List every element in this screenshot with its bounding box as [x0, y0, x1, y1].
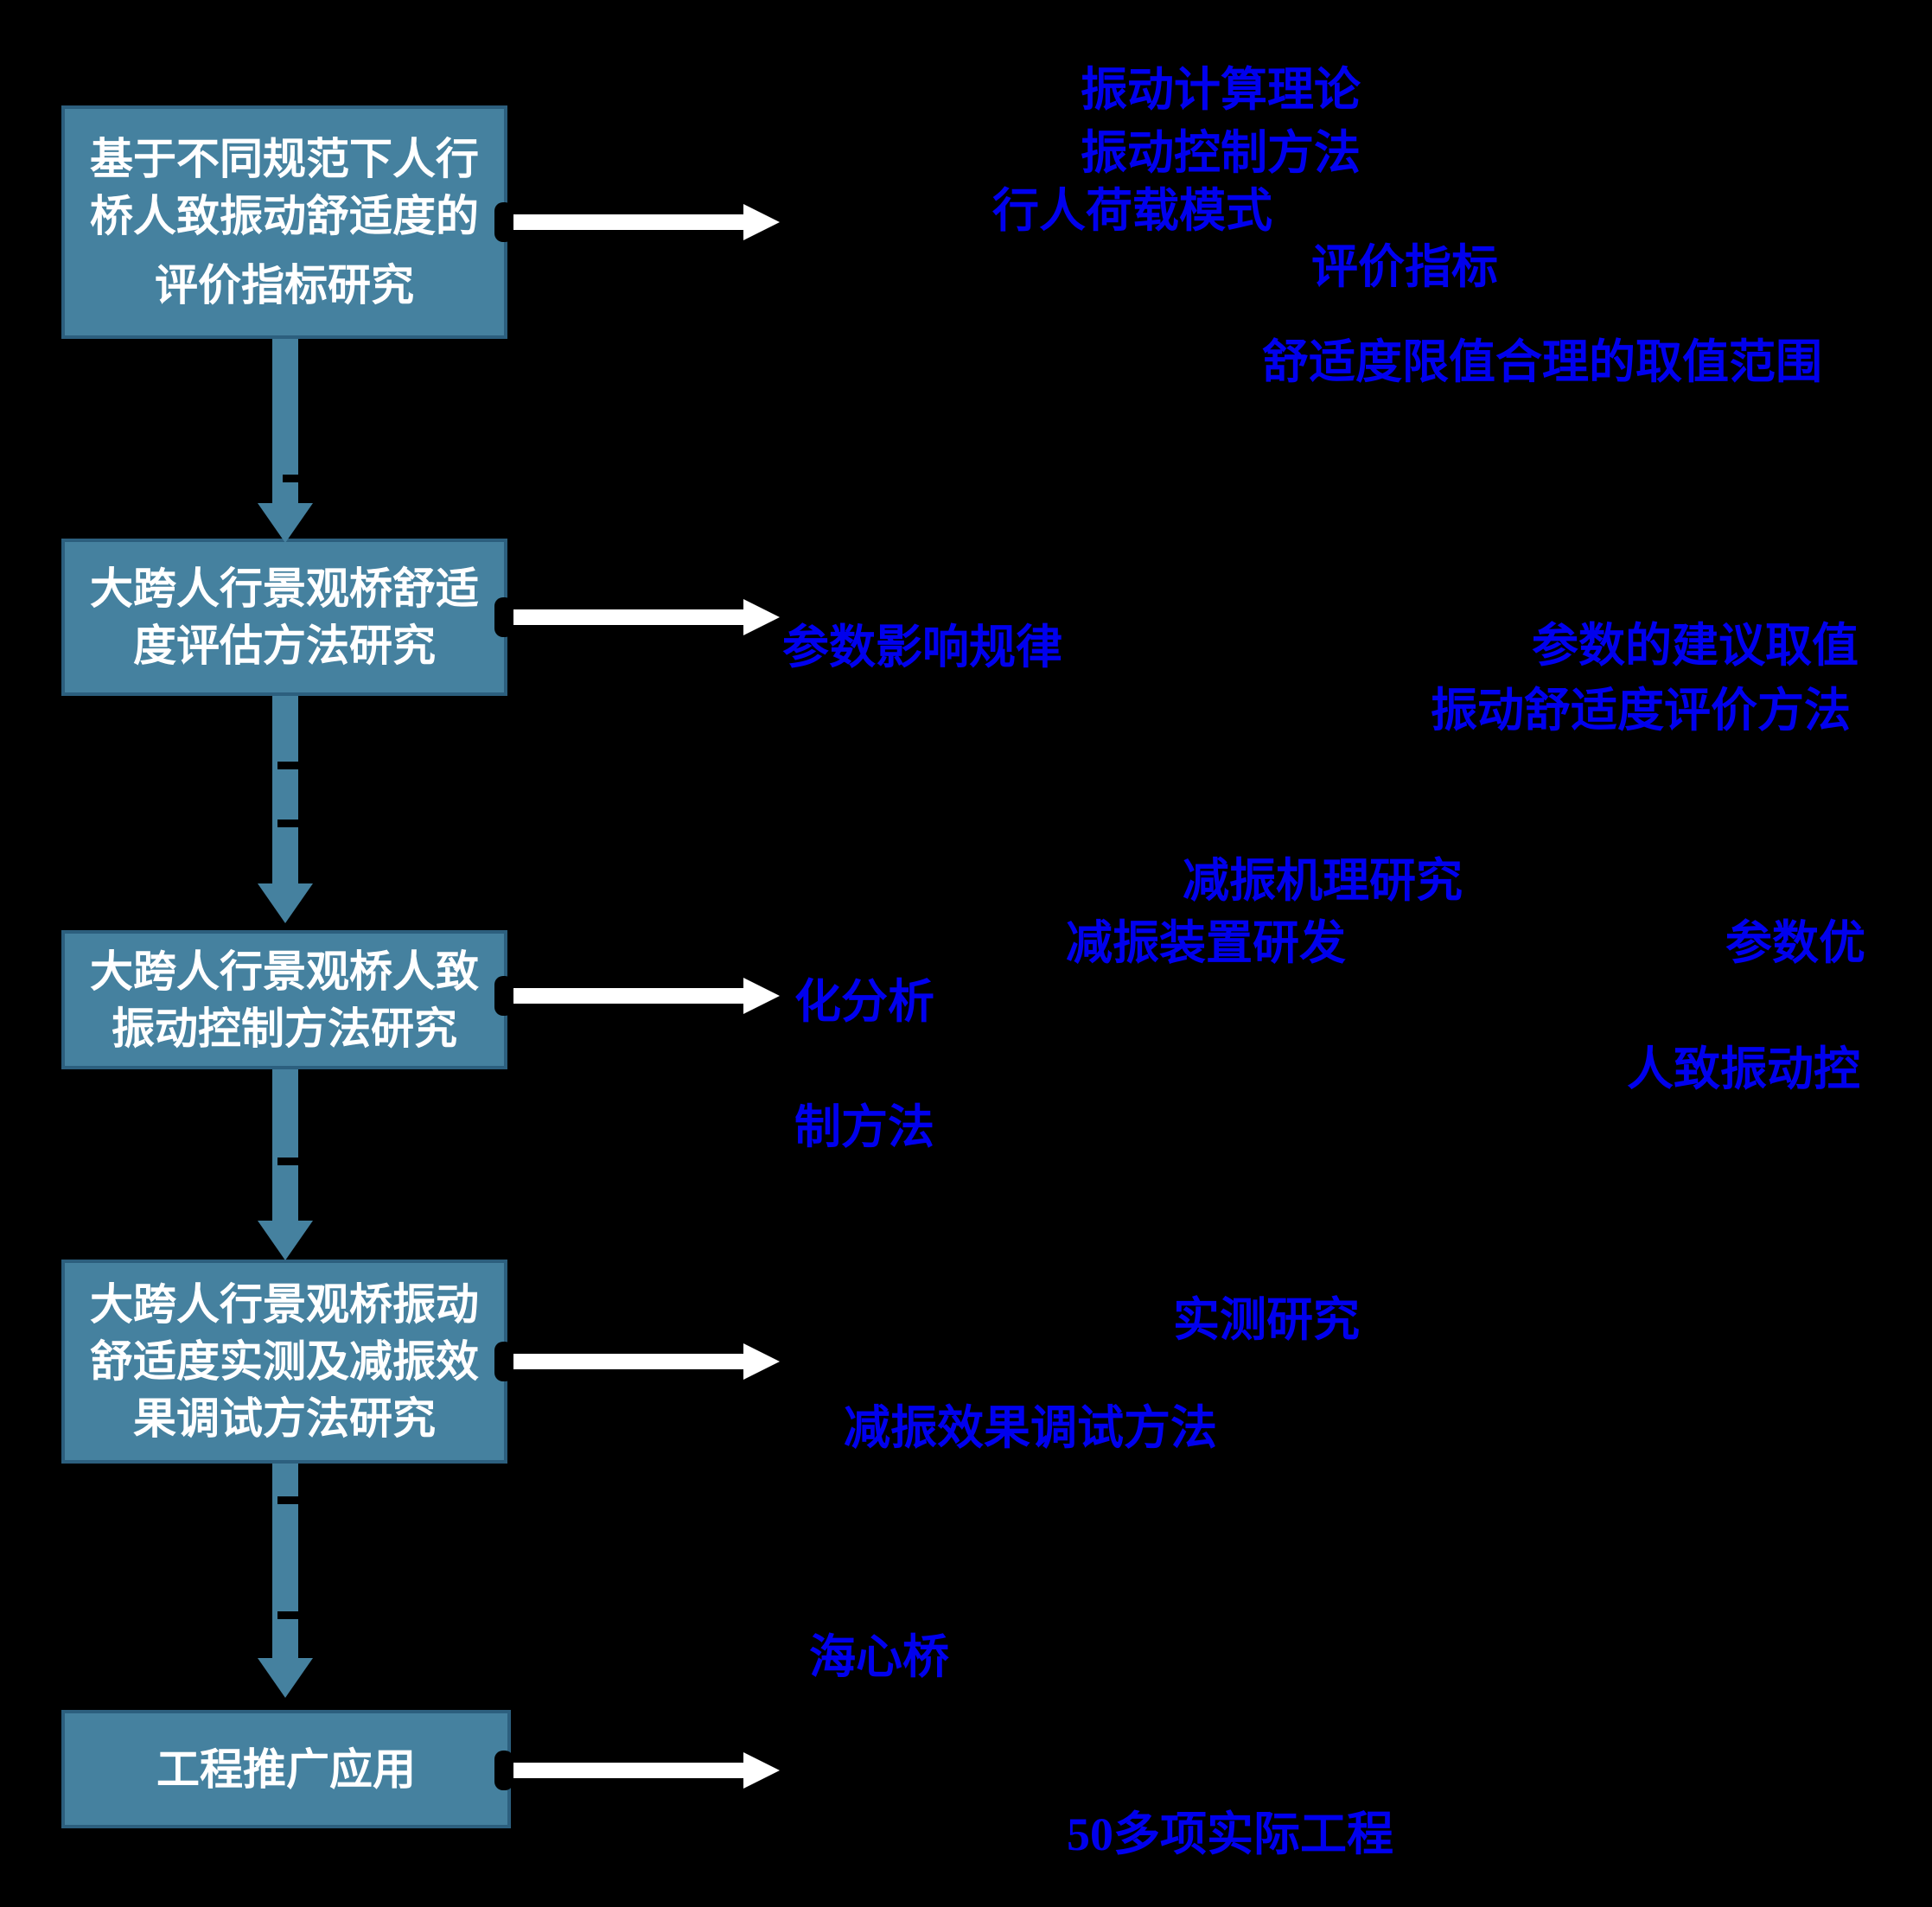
right-arrow-icon: [494, 201, 781, 243]
outcome-label: 振动控制方法: [1081, 127, 1361, 179]
outcome-label: 实测研究: [1173, 1294, 1360, 1346]
arrow-notch: [494, 1342, 513, 1381]
arrow-notch: [494, 1751, 513, 1790]
right-arrow-icon: [494, 1341, 781, 1382]
outcome-label: 参数影响规律: [782, 622, 1062, 673]
outcome-label: 50多项实际工程: [1067, 1808, 1393, 1860]
outcome-label: 舒适度限值合理的取值范围: [1262, 336, 1822, 388]
outcome-label: 海心桥: [809, 1631, 949, 1683]
down-arrow-shaft: [272, 696, 298, 883]
stage-box-line: 桥人致振动舒适度的: [90, 192, 479, 240]
arrow-notch: [494, 597, 513, 637]
stage-box-line: 评价指标研究: [155, 261, 414, 309]
outcome-label: 减振装置研发: [1066, 917, 1346, 969]
stage-box-line: 度评估方法研究: [133, 622, 436, 670]
down-arrow-shaft: [272, 1069, 298, 1221]
connector-tick: [277, 820, 305, 827]
stage-box-comfort-assessment: 大跨人行景观桥舒适 度评估方法研究: [61, 539, 507, 696]
stage-box-line: 振动控制方法研究: [112, 1004, 457, 1053]
arrow-notch: [494, 202, 513, 242]
outcome-label: 参数优: [1725, 917, 1865, 969]
stage-box-line: 基于不同规范下人行: [90, 135, 479, 183]
outcome-label: 评价指标: [1311, 241, 1498, 293]
right-arrow-icon: [494, 1750, 781, 1791]
stage-box-field-test: 大跨人行景观桥振动 舒适度实测及减振效 果调试方法研究: [61, 1260, 507, 1464]
right-arrow-icon: [494, 596, 781, 638]
stage-box-line: 大跨人行景观桥振动: [90, 1280, 479, 1329]
down-arrow-head-icon: [258, 1658, 313, 1698]
outcome-label: 人致振动控: [1627, 1043, 1860, 1095]
outcome-label: 减振效果调试方法: [844, 1402, 1217, 1454]
stage-box-line: 工程推广应用: [156, 1744, 416, 1794]
right-arrow-icon: [494, 975, 781, 1017]
connector-tick: [277, 1158, 305, 1165]
stage-box-vibration-control: 大跨人行景观桥人致 振动控制方法研究: [61, 930, 507, 1069]
outcome-label: 振动计算理论: [1081, 64, 1361, 116]
outcome-label: 参数的建议取值: [1532, 620, 1859, 672]
outcome-label: 化分析: [794, 976, 934, 1028]
outcome-label: 行人荷载模式: [992, 185, 1272, 237]
stage-box-line: 舒适度实测及减振效: [90, 1337, 479, 1386]
stage-box-engineering-application: 工程推广应用: [61, 1710, 511, 1828]
stage-box-evaluation-index: 基于不同规范下人行 桥人致振动舒适度的 评价指标研究: [61, 105, 507, 339]
down-arrow-head-icon: [258, 1221, 313, 1260]
down-arrow-head-icon: [258, 503, 313, 543]
stage-box-line: 果调试方法研究: [133, 1394, 436, 1443]
outcome-label: 制方法: [794, 1101, 934, 1153]
connector-tick: [277, 1611, 305, 1619]
outcome-label: 减振机理研究: [1183, 855, 1463, 907]
down-arrow-shaft: [272, 1464, 298, 1658]
connector-tick: [283, 475, 310, 482]
connector-tick: [277, 762, 305, 769]
stage-box-line: 大跨人行景观桥舒适: [90, 564, 479, 613]
down-arrow-head-icon: [258, 883, 313, 923]
connector-tick: [277, 1496, 305, 1504]
arrow-notch: [494, 976, 513, 1016]
outcome-label: 振动舒适度评价方法: [1431, 685, 1851, 737]
stage-box-line: 大跨人行景观桥人致: [90, 947, 479, 996]
